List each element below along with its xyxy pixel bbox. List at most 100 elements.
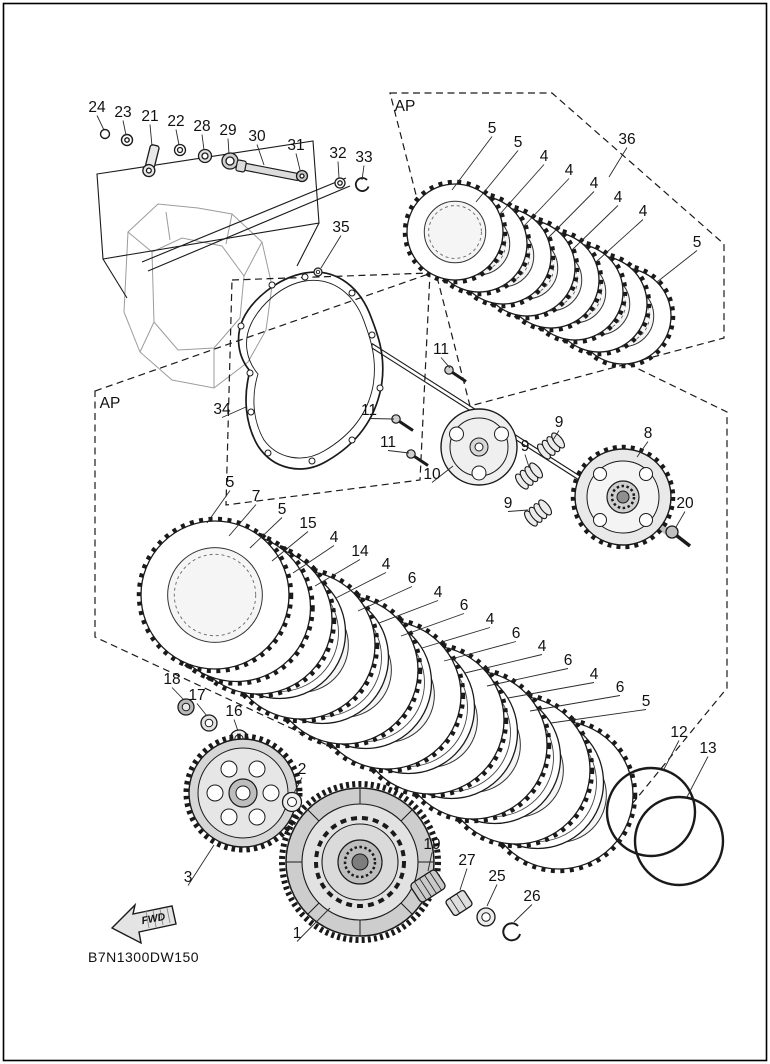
part-26-clip: [502, 922, 521, 942]
callout-4: 4: [639, 203, 648, 220]
callout-9: 9: [555, 414, 564, 431]
callout-4: 4: [540, 148, 549, 165]
leader-line-23: [122, 120, 127, 136]
callout-34: 34: [213, 401, 231, 418]
callout-3: 3: [184, 869, 193, 886]
leader-line-4: [378, 600, 439, 624]
leader-line-11: [368, 418, 395, 420]
callout-24: 24: [88, 99, 106, 116]
callout-11: 11: [433, 341, 449, 358]
callout-16: 16: [225, 703, 242, 720]
callout-36: 36: [618, 131, 635, 148]
friction-plate: [402, 179, 508, 285]
bolt-11: [444, 365, 467, 383]
callout-4: 4: [486, 611, 495, 628]
leader-line-4: [507, 682, 595, 699]
callout-5: 5: [488, 120, 497, 137]
callout-5: 5: [514, 134, 523, 151]
part-1-clutch-housing: [279, 781, 441, 943]
callout-32: 32: [329, 145, 346, 162]
part-12-ring: [605, 766, 697, 858]
callout-22: 22: [167, 113, 184, 130]
part-17-washer: [200, 714, 218, 732]
callout-11: 11: [361, 402, 377, 419]
callout-5: 5: [278, 501, 287, 518]
leader-line-6: [486, 668, 569, 687]
leader-line-30: [256, 144, 265, 166]
callout-AP: AP: [100, 395, 121, 412]
clutch-kit-box: [389, 92, 725, 407]
callout-4: 4: [565, 162, 574, 179]
leader-line-4: [464, 654, 543, 674]
leader-line-15: [271, 531, 309, 562]
leader-line-34: [221, 406, 247, 418]
callout-29: 29: [219, 122, 236, 139]
callout-4: 4: [434, 584, 443, 601]
leader-line-18: [171, 687, 185, 701]
part-3-driven-gear: [183, 733, 303, 853]
part-23-washer: [120, 133, 134, 147]
part-10-pressure-plate: [440, 408, 518, 486]
callout-4: 4: [590, 175, 599, 192]
construction-lines: [102, 177, 351, 299]
callout-25: 25: [488, 868, 505, 885]
part-32-washer: [334, 177, 346, 189]
leader-line-20: [675, 511, 686, 528]
crankcase-sketch: [123, 203, 273, 389]
part-30-rod: [235, 159, 302, 181]
callout-11: 11: [380, 434, 396, 451]
callout-13: 13: [699, 740, 716, 757]
leader-line-32: [337, 161, 340, 179]
part-34-gasket: [237, 271, 384, 470]
clutch-kit-plate-stack: [402, 179, 676, 369]
leader-line-9: [552, 430, 560, 441]
callout-8: 8: [644, 425, 653, 442]
leader-line-14: [314, 559, 361, 587]
callout-19: 19: [423, 836, 440, 853]
callout-6: 6: [460, 597, 469, 614]
callout-4: 4: [538, 638, 547, 655]
leader-line-5: [475, 150, 519, 203]
callout-4: 4: [590, 666, 599, 683]
callout-6: 6: [408, 570, 417, 587]
leader-line-24: [96, 115, 105, 131]
part-20-bolt: [665, 525, 692, 548]
leader-line-4: [499, 164, 545, 215]
clutch-plate-stack: [136, 516, 638, 874]
part-33-clip: [354, 177, 370, 192]
leader-line-35: [320, 235, 342, 269]
fwd-label: FWD: [141, 911, 167, 927]
callout-1: 1: [293, 925, 302, 942]
leader-line-19: [427, 852, 433, 872]
spring-9: [514, 462, 544, 490]
callout-5: 5: [693, 234, 702, 251]
leader-line-26: [513, 904, 533, 923]
part-21-lever: [142, 144, 160, 178]
part-27-collar: [445, 889, 473, 917]
spring-9: [523, 499, 553, 527]
part-13-ring: [633, 795, 725, 887]
callout-6: 6: [616, 679, 625, 696]
callout-30: 30: [248, 128, 266, 145]
callout-27: 27: [458, 852, 475, 869]
spring-9: [536, 432, 566, 460]
leader-line-5: [206, 490, 231, 524]
leader-line-5: [550, 709, 647, 724]
leader-line-8: [636, 441, 649, 458]
callout-18: 18: [163, 671, 180, 688]
part-24-washer: [99, 128, 111, 140]
callout-28: 28: [193, 118, 210, 135]
bolt-11: [406, 449, 429, 467]
callout-35: 35: [332, 219, 349, 236]
gasket-box: [225, 272, 431, 506]
part-18-nut: [177, 698, 195, 716]
leader-line-16: [233, 719, 239, 732]
leader-line-31: [295, 153, 301, 171]
callout-17: 17: [188, 687, 205, 704]
diagram-code: B7N1300DW150: [88, 949, 199, 965]
callout-14: 14: [351, 543, 369, 560]
part-25-washer: [476, 907, 496, 927]
leader-line-10: [431, 465, 454, 483]
leader-line-11: [387, 450, 410, 454]
